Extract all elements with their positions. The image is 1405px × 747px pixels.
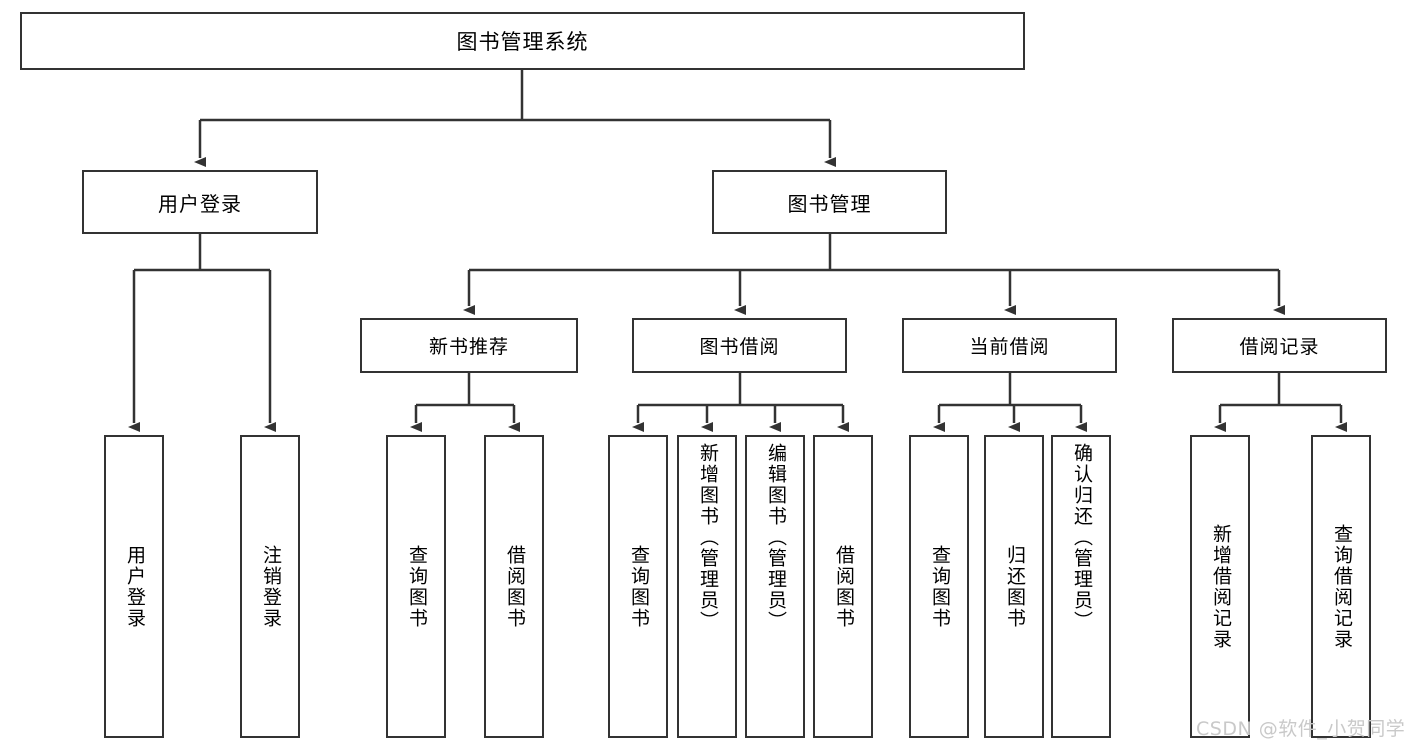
node-leaf-query-record-label: 查询借阅记录	[1330, 523, 1353, 650]
node-leaf-user-login[interactable]: 用户登录	[104, 435, 164, 738]
node-leaf-logout[interactable]: 注销登录	[240, 435, 300, 738]
node-leaf-borrow-book-rec[interactable]: 借阅图书	[484, 435, 544, 738]
node-user-login[interactable]: 用户登录	[82, 170, 318, 234]
node-book-manage[interactable]: 图书管理	[712, 170, 947, 234]
node-leaf-borrow-book-label: 借阅图书	[832, 544, 855, 629]
node-new-book-rec-label: 新书推荐	[428, 336, 509, 358]
node-leaf-query-book-cur[interactable]: 查询图书	[909, 435, 969, 738]
node-leaf-add-record-label: 新增借阅记录	[1209, 523, 1232, 650]
node-borrow-record-label: 借阅记录	[1239, 336, 1320, 358]
node-root-label: 图书管理系统	[456, 30, 589, 54]
node-user-login-label: 用户登录	[158, 191, 242, 216]
node-leaf-return-book-label: 归还图书	[1003, 544, 1026, 629]
node-leaf-query-record[interactable]: 查询借阅记录	[1311, 435, 1371, 738]
node-leaf-borrow-book-rec-label: 借阅图书	[503, 544, 526, 629]
node-book-borrow[interactable]: 图书借阅	[632, 318, 847, 373]
node-leaf-edit-book-label: 编辑图书（管理员）	[764, 443, 787, 632]
node-leaf-query-book-cur-label: 查询图书	[928, 544, 951, 629]
node-leaf-query-book-rec[interactable]: 查询图书	[386, 435, 446, 738]
node-root[interactable]: 图书管理系统	[20, 12, 1025, 70]
node-leaf-query-book-rec-label: 查询图书	[405, 544, 428, 629]
node-new-book-rec[interactable]: 新书推荐	[360, 318, 578, 373]
node-leaf-confirm-return-label: 确认归还（管理员）	[1070, 443, 1093, 632]
node-book-manage-label: 图书管理	[787, 191, 872, 216]
node-leaf-user-login-label: 用户登录	[123, 544, 146, 629]
node-leaf-return-book[interactable]: 归还图书	[984, 435, 1044, 738]
node-leaf-add-book-label: 新增图书（管理员）	[696, 443, 719, 632]
node-book-borrow-label: 图书借阅	[699, 336, 780, 358]
node-borrow-record[interactable]: 借阅记录	[1172, 318, 1387, 373]
node-leaf-logout-label: 注销登录	[259, 544, 282, 629]
node-leaf-query-book-borrow[interactable]: 查询图书	[608, 435, 668, 738]
node-leaf-borrow-book[interactable]: 借阅图书	[813, 435, 873, 738]
node-leaf-add-record[interactable]: 新增借阅记录	[1190, 435, 1250, 738]
node-leaf-confirm-return[interactable]: 确认归还（管理员）	[1051, 435, 1111, 738]
node-leaf-query-book-borrow-label: 查询图书	[627, 544, 650, 629]
node-leaf-edit-book[interactable]: 编辑图书（管理员）	[745, 435, 805, 738]
node-leaf-add-book[interactable]: 新增图书（管理员）	[677, 435, 737, 738]
node-current-borrow-label: 当前借阅	[969, 336, 1050, 358]
csdn-watermark: CSDN @软件_小贺同学	[1196, 718, 1405, 740]
node-current-borrow[interactable]: 当前借阅	[902, 318, 1117, 373]
